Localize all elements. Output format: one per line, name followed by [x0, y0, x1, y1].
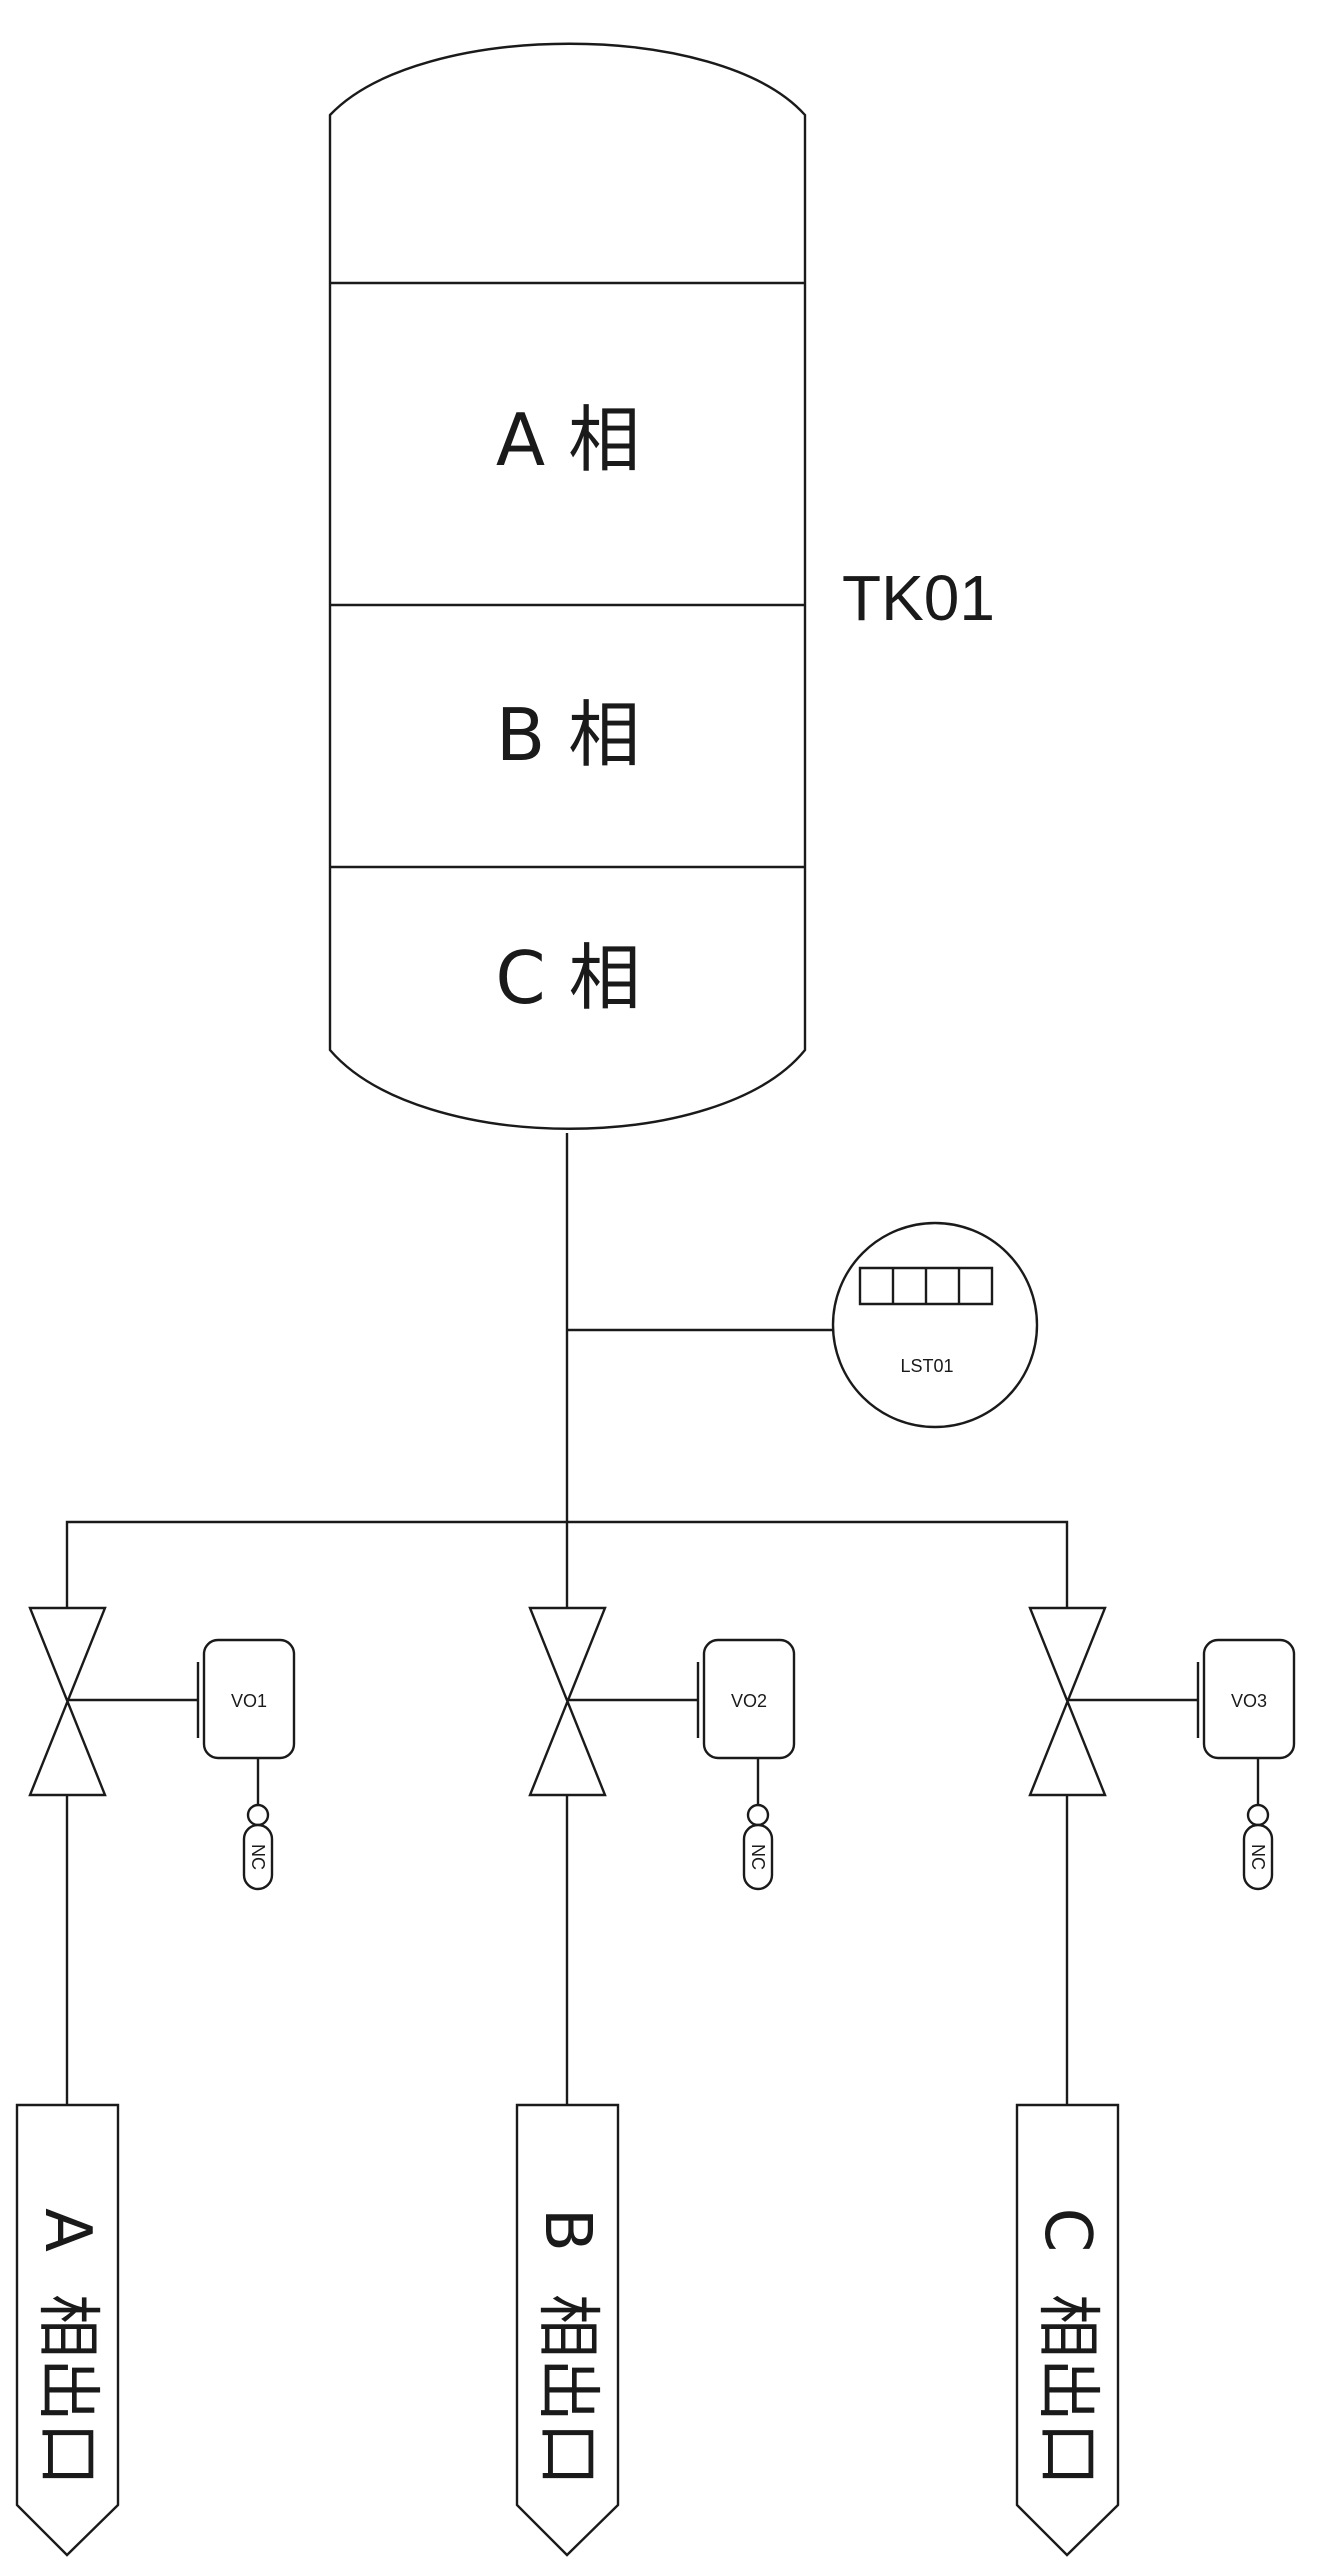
- transmitter-tag: LST01: [900, 1356, 953, 1376]
- actuator-tag-a: VO1: [231, 1691, 267, 1711]
- transmitter-bubble: [833, 1223, 1037, 1427]
- outlet-label-c: 相出口: [1030, 2294, 1104, 2486]
- phase-a-label: A 相: [496, 398, 640, 482]
- fail-position-b: NC: [748, 1844, 768, 1870]
- outlet-arrow-a: [17, 2105, 118, 2555]
- fail-position-pill-b: [744, 1825, 772, 1889]
- actuator-tag-b: VO2: [731, 1691, 767, 1711]
- outlet-letter-a: A: [30, 2208, 104, 2252]
- valve-body-b[interactable]: [530, 1608, 605, 1795]
- phase-b-label: B 相: [496, 693, 640, 777]
- branch-a: VO1 NC A 相出口: [17, 1608, 294, 2555]
- valve-body-c[interactable]: [1030, 1608, 1105, 1795]
- level-transmitter-lst01: LST01: [833, 1223, 1037, 1427]
- tank-tk01: A 相 B 相 C 相 TK01: [330, 44, 995, 1129]
- outlet-label-a: 相出口: [30, 2294, 104, 2486]
- outlet-arrow-c: [1017, 2105, 1118, 2555]
- actuator-knob-a: [248, 1805, 268, 1825]
- outlet-label-b: 相出口: [530, 2294, 604, 2486]
- fail-position-c: NC: [1248, 1844, 1268, 1870]
- fail-position-pill-a: [244, 1825, 272, 1889]
- outlet-letter-c: C: [1030, 2208, 1104, 2253]
- actuator-tag-c: VO3: [1231, 1691, 1267, 1711]
- phase-c-label: C 相: [495, 936, 640, 1020]
- actuator-knob-b: [748, 1805, 768, 1825]
- actuator-box-c[interactable]: [1204, 1640, 1294, 1758]
- branch-c: VO3 NC C 相出口: [1017, 1608, 1294, 2555]
- outlet-arrow-b: [517, 2105, 618, 2555]
- outlet-letter-b: B: [530, 2208, 604, 2252]
- tank-tag: TK01: [842, 562, 995, 634]
- valve-body-a[interactable]: [30, 1608, 105, 1795]
- actuator-box-b[interactable]: [704, 1640, 794, 1758]
- actuator-box-a[interactable]: [204, 1640, 294, 1758]
- branch-b: VO2 NC B 相出口: [517, 1608, 794, 2555]
- actuator-knob-c: [1248, 1805, 1268, 1825]
- fail-position-pill-c: [1244, 1825, 1272, 1889]
- fail-position-a: NC: [248, 1844, 268, 1870]
- tank-vessel: [330, 44, 805, 1129]
